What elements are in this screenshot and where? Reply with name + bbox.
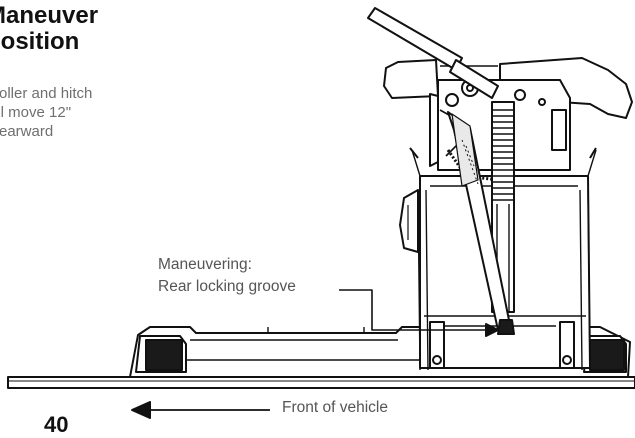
hitch-pins <box>409 147 597 159</box>
hitch-diagram <box>7 7 635 419</box>
side-handle <box>399 189 419 253</box>
maneuvering-label: Maneuvering: <box>158 256 252 273</box>
front-of-vehicle-label: Front of vehicle <box>282 399 388 416</box>
base-plate <box>7 376 635 389</box>
rear-groove-label: Rear locking groove <box>158 278 296 295</box>
description-line-3: rearward <box>0 123 54 140</box>
leg-bolts <box>429 321 575 369</box>
groove-leader-line <box>339 289 499 337</box>
title-line-1: Maneuver <box>0 2 99 29</box>
rail-end-block-right <box>583 335 627 373</box>
rail-end-block-left <box>135 335 187 373</box>
description-line-1: roller and hitch <box>0 85 93 102</box>
page-title: Maneuver position <box>0 3 156 55</box>
description: roller and hitch ill move 12" rearward <box>0 84 164 141</box>
description-line-2: ill move 12" <box>0 104 72 121</box>
release-handle <box>367 7 515 335</box>
title-line-2: position <box>0 28 80 55</box>
front-arrow <box>131 401 270 419</box>
